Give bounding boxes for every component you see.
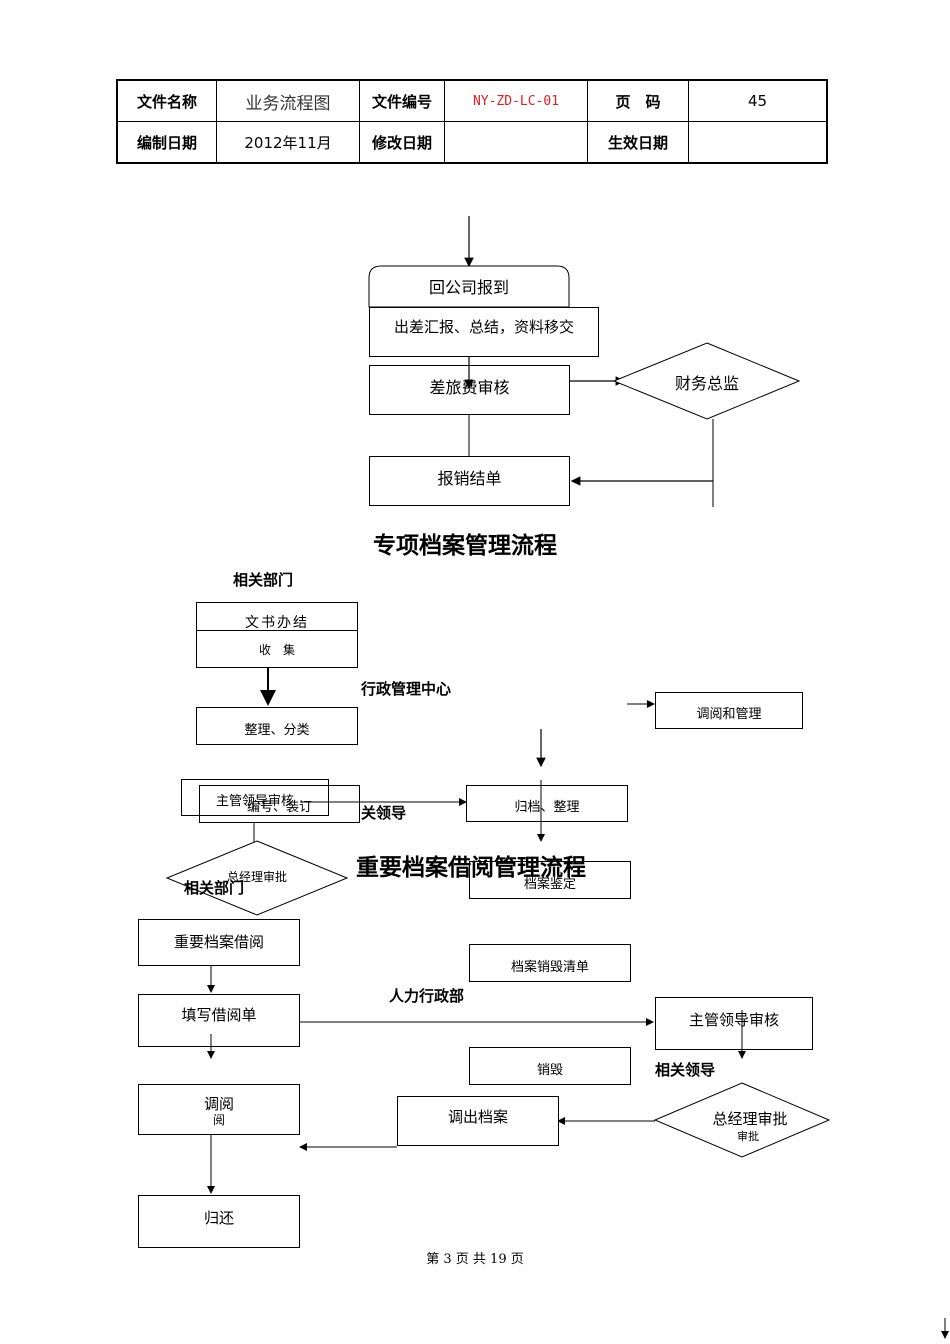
fill-form-box: 填写借阅单 bbox=[138, 994, 300, 1047]
fill-form-label: 填写借阅单 bbox=[181, 1006, 257, 1024]
retrieve-label: 调出档案 bbox=[447, 1108, 508, 1126]
number-bind-box: 编号、装订 bbox=[199, 785, 360, 823]
consult-manage-box: 调阅和管理 bbox=[655, 692, 803, 729]
number-bind-label: 编号、装订 bbox=[246, 800, 312, 815]
edit-date-value: 2012年11月 bbox=[216, 121, 360, 164]
return-box: 归还 bbox=[138, 1195, 300, 1248]
sort-classify-box: 整理、分类 bbox=[196, 707, 358, 745]
s2-dept-label: 相关部门 bbox=[233, 571, 294, 589]
appraisal-label: 档案鉴定 bbox=[523, 877, 576, 892]
destroy-list-box: 档案销毁清单 bbox=[469, 944, 631, 982]
finance-director-diamond bbox=[612, 342, 801, 420]
important-borrow-box: 重要档案借阅 bbox=[138, 919, 300, 966]
return-company-label: 回公司报到 bbox=[428, 278, 509, 297]
gm-approve-diamond-s2 bbox=[165, 840, 349, 916]
sort-classify-label: 整理、分类 bbox=[244, 723, 310, 738]
consult-box: 调阅 阅 bbox=[138, 1084, 300, 1135]
reimburse-box: 报销结单 bbox=[369, 456, 570, 506]
document-header-table: 文件名称 业务流程图 文件编号 NY-ZD-LC-01 页 码 45 编制日期 … bbox=[116, 79, 828, 164]
consult-sub-label: 阅 bbox=[212, 1113, 225, 1127]
s3-gm-sub-label: 审批 bbox=[737, 1130, 759, 1143]
s3-supervisor-review-label: 主管领导审核 bbox=[688, 1011, 779, 1029]
page-footer: 第 3 页 共 19 页 bbox=[426, 1252, 524, 1267]
s3-gm-approve-label: 总经理审批 bbox=[712, 1110, 788, 1128]
file-name-value: 业务流程图 bbox=[216, 79, 360, 122]
s3-leader-label: 相关领导 bbox=[655, 1061, 716, 1079]
destroy-list-label: 档案销毁清单 bbox=[510, 960, 589, 975]
section3-title: 重要档案借阅管理流程 bbox=[356, 855, 586, 881]
collect-box: 收 集 bbox=[196, 630, 358, 668]
hr-admin-label: 人力行政部 bbox=[389, 987, 465, 1005]
gm-approve-diamond-s3 bbox=[653, 1082, 831, 1158]
modify-date-value bbox=[444, 121, 588, 164]
archive-sort-label: 归档、整理 bbox=[514, 800, 580, 815]
admin-center-label: 行政管理中心 bbox=[361, 680, 452, 698]
effective-date-value bbox=[688, 121, 828, 164]
doc-done-label: 文书办结 bbox=[245, 615, 309, 631]
s2-supervisor-review-box: 主管领导审核 bbox=[181, 779, 329, 816]
section2-title: 专项档案管理流程 bbox=[373, 533, 557, 559]
modify-date-label: 修改日期 bbox=[359, 121, 445, 164]
appraisal-box: 档案鉴定 bbox=[469, 861, 631, 899]
reimburse-label: 报销结单 bbox=[437, 469, 502, 488]
s2-leader-label: 关领导 bbox=[361, 804, 407, 822]
return-company-shape bbox=[368, 265, 570, 308]
collect-label: 收 集 bbox=[258, 643, 295, 657]
consult-label: 调阅 bbox=[203, 1095, 234, 1113]
s3-supervisor-review-box: 主管领导审核 bbox=[655, 997, 813, 1050]
finance-director-label: 财务总监 bbox=[674, 374, 739, 393]
consult-manage-label: 调阅和管理 bbox=[696, 707, 762, 722]
important-borrow-label: 重要档案借阅 bbox=[173, 933, 264, 951]
trip-report-box: 出差汇报、总结，资料移交 bbox=[369, 307, 599, 357]
retrieve-box: 调出档案 bbox=[397, 1096, 559, 1146]
expense-review-box: 差旅费审核 bbox=[369, 365, 570, 415]
destroy-label: 销毁 bbox=[536, 1063, 563, 1078]
archive-sort-box: 归档、整理 bbox=[466, 785, 628, 822]
trip-report-label: 出差汇报、总结，资料移交 bbox=[393, 318, 574, 336]
s2-supervisor-review-label: 主管领导审核 bbox=[215, 794, 294, 809]
s3-dept-label: 相关部门 bbox=[184, 879, 245, 897]
destroy-box: 销毁 bbox=[469, 1047, 631, 1085]
effective-date-label: 生效日期 bbox=[587, 121, 689, 164]
return-label: 归还 bbox=[203, 1209, 234, 1227]
s2-gm-approve-label: 总经理审批 bbox=[226, 870, 287, 884]
expense-review-label: 差旅费审核 bbox=[429, 378, 510, 397]
